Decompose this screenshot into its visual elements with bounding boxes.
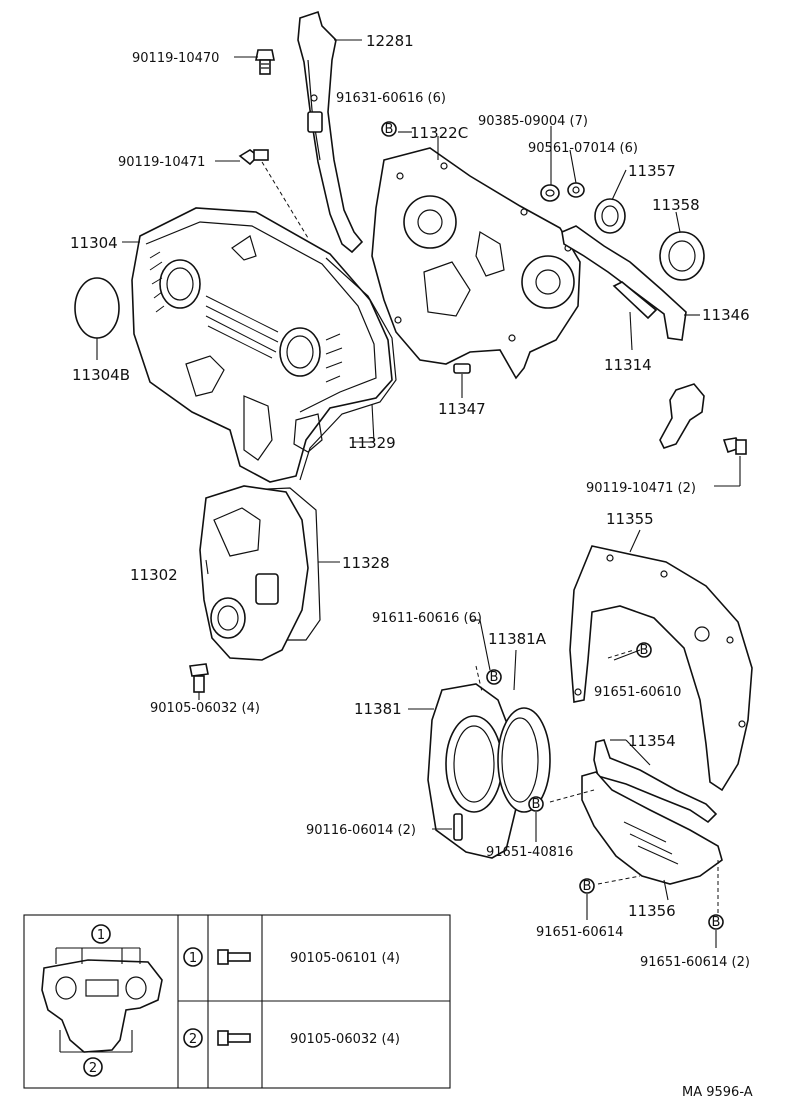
part-11314-drawing	[612, 281, 658, 320]
inset-row-1: 1 90105-06101 (4)	[183, 947, 400, 967]
label-11356: 11356	[628, 902, 676, 920]
part-11329-drawing	[299, 257, 397, 481]
svg-text:B: B	[385, 122, 394, 137]
label-12281: 12281	[366, 32, 414, 50]
part-11347-drawing	[453, 363, 471, 374]
svg-text:B: B	[640, 643, 649, 658]
svg-text:1: 1	[97, 928, 105, 943]
inset-row-1-number: 1	[189, 951, 197, 966]
part-11381-drawing	[427, 665, 519, 859]
svg-text:2: 2	[89, 1061, 97, 1076]
inset-cover-drawing	[41, 947, 163, 1053]
inset-callout-1: 1	[91, 924, 111, 944]
svg-text:B: B	[712, 915, 721, 930]
collar-90561-07014-drawing	[567, 182, 585, 198]
label-11357: 11357	[628, 162, 676, 180]
bolt-90105-06032-drawing	[189, 663, 209, 693]
inset-callout-2: 2	[83, 1057, 103, 1077]
label-90561-07014: 90561-07014 (6)	[528, 141, 638, 156]
bolt-90119-10471-drawing	[238, 149, 309, 239]
part-11381A-drawing	[497, 707, 551, 813]
b-marker: B	[528, 796, 544, 812]
label-91651-40816: 91651-40816	[486, 845, 573, 860]
label-90119-10470: 90119-10470	[132, 51, 219, 66]
part-11304B-drawing	[74, 277, 120, 339]
label-11329: 11329	[348, 434, 396, 452]
b-marker: B	[636, 642, 652, 658]
label-90116-06014: 90116-06014 (2)	[306, 823, 416, 838]
label-91651-60614: 91651-60614	[536, 925, 623, 940]
inset-row-2: 2 90105-06032 (4)	[183, 1028, 400, 1048]
label-91651-60610: 91651-60610	[594, 685, 681, 700]
label-90385-09004: 90385-09004 (7)	[478, 114, 588, 129]
label-11381A: 11381A	[488, 630, 547, 648]
bolt-icon	[217, 949, 251, 965]
grommet-90385-09004-drawing	[540, 184, 560, 202]
b-marker: B	[381, 121, 397, 137]
diagram-code: MA 9596-A	[682, 1085, 753, 1100]
b-marker: B	[579, 878, 595, 894]
label-91631-60616: 91631-60616 (6)	[336, 91, 446, 106]
part-11357-drawing	[594, 198, 626, 234]
part-12281-drawing	[297, 10, 364, 254]
label-91651-60614-2: 91651-60614 (2)	[640, 955, 750, 970]
label-90119-10471-2: 90119-10471 (2)	[586, 481, 696, 496]
part-11355-drawing	[569, 545, 753, 792]
part-11358-drawing	[659, 231, 705, 281]
part-11302-drawing	[199, 485, 309, 661]
label-11314: 11314	[604, 356, 652, 374]
label-11381: 11381	[354, 700, 402, 718]
label-11322C: 11322C	[410, 124, 468, 142]
part-11354-drawing	[593, 739, 718, 824]
label-91611-60616: 91611-60616 (6)	[372, 611, 482, 626]
fastener-inset-table: 1 2 1 90105-06101 (4) 2 90105-06032 (4)	[23, 914, 451, 1089]
inset-row-1-part: 90105-06101 (4)	[290, 951, 400, 966]
label-90105-06032: 90105-06032 (4)	[150, 701, 260, 716]
label-11328: 11328	[342, 554, 390, 572]
b-marker: B	[708, 914, 724, 930]
part-11322C-drawing	[371, 147, 581, 380]
part-11304-drawing	[131, 207, 393, 483]
label-11355: 11355	[606, 510, 654, 528]
b-marker: B	[486, 669, 502, 685]
label-11347: 11347	[438, 400, 486, 418]
label-11304B: 11304B	[72, 366, 130, 384]
label-11346: 11346	[702, 306, 750, 324]
svg-text:B: B	[583, 879, 592, 894]
label-11302: 11302	[130, 566, 178, 584]
bolt-90119-10470-drawing	[255, 49, 275, 75]
leader-lines	[96, 39, 741, 948]
svg-text:B: B	[532, 797, 541, 812]
label-11354: 11354	[628, 732, 676, 750]
inset-row-2-number: 2	[189, 1032, 197, 1047]
label-11304: 11304	[70, 234, 118, 252]
label-11358: 11358	[652, 196, 700, 214]
inset-row-2-part: 90105-06032 (4)	[290, 1032, 400, 1047]
pin-90116-06014-drawing	[453, 813, 463, 841]
svg-text:B: B	[490, 670, 499, 685]
label-90119-10471: 90119-10471	[118, 155, 205, 170]
part-11356-drawing	[549, 771, 723, 916]
bracket-90119-10471-drawing	[659, 383, 747, 455]
bolt-icon	[217, 1030, 251, 1046]
